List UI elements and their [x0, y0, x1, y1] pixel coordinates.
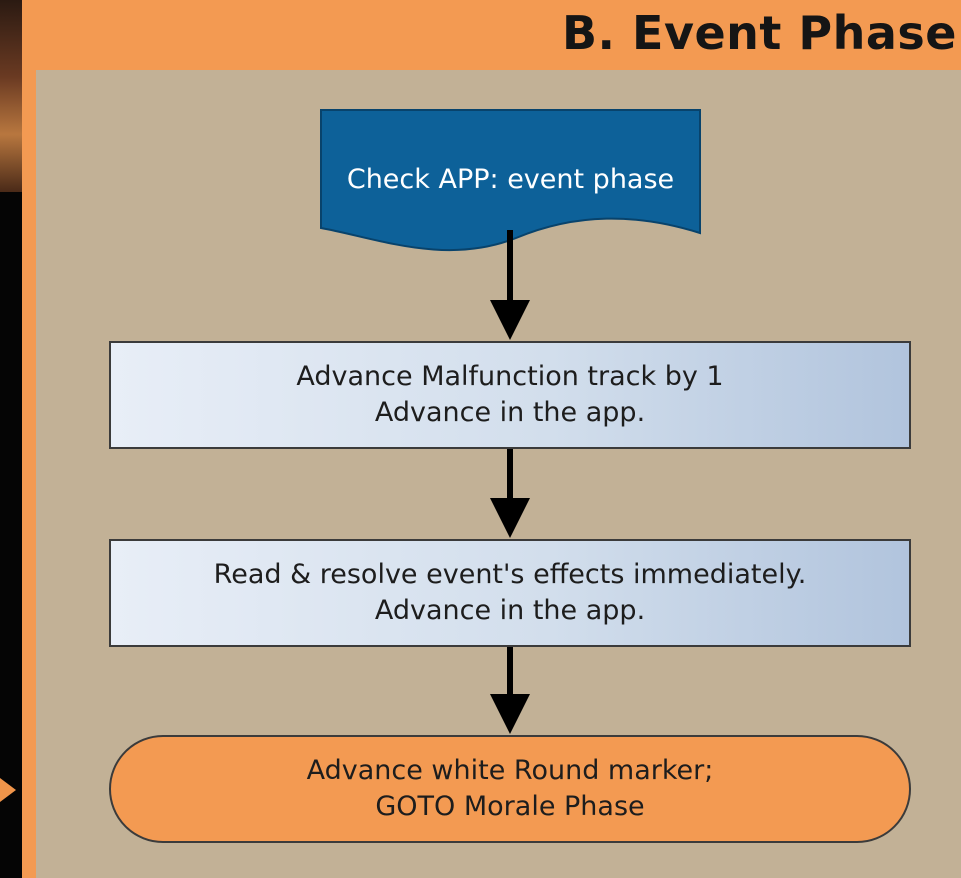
left-edge-strip — [0, 0, 22, 878]
terminal-line-2: GOTO Morale Phase — [375, 791, 645, 822]
terminal-line-1: Advance white Round marker; — [306, 755, 714, 786]
arrowhead-3-icon — [490, 694, 530, 734]
terminal-shape — [109, 735, 911, 843]
left-edge-photo — [0, 0, 22, 192]
process-1-line-1: Advance Malfunction track by 1 — [296, 361, 724, 392]
incoming-arrow-icon — [0, 778, 16, 802]
arrowhead-2-icon — [490, 498, 530, 538]
event-phase-panel: B. Event Phase — [22, 0, 961, 878]
flowchart-svg — [109, 109, 911, 843]
start-label: Check APP: event phase — [346, 164, 675, 195]
terminal-text: Advance white Round marker; GOTO Morale … — [110, 736, 910, 842]
process-1-line-2: Advance in the app. — [374, 397, 646, 428]
process-2-line-2: Advance in the app. — [374, 595, 646, 626]
process-1-text: Advance Malfunction track by 1 Advance i… — [110, 342, 910, 448]
process-1-box — [109, 341, 911, 449]
process-2-line-1: Read & resolve event's effects immediate… — [213, 559, 807, 590]
flowchart-area: Check APP: event phase Advance Malfuncti… — [36, 70, 961, 878]
process-2-box — [109, 539, 911, 647]
process-2-text: Read & resolve event's effects immediate… — [110, 540, 910, 646]
arrowhead-1-icon — [490, 300, 530, 340]
panel-title: B. Event Phase — [562, 6, 957, 60]
start-node-text: Check APP: event phase — [321, 150, 700, 210]
start-document-shape — [320, 109, 701, 252]
